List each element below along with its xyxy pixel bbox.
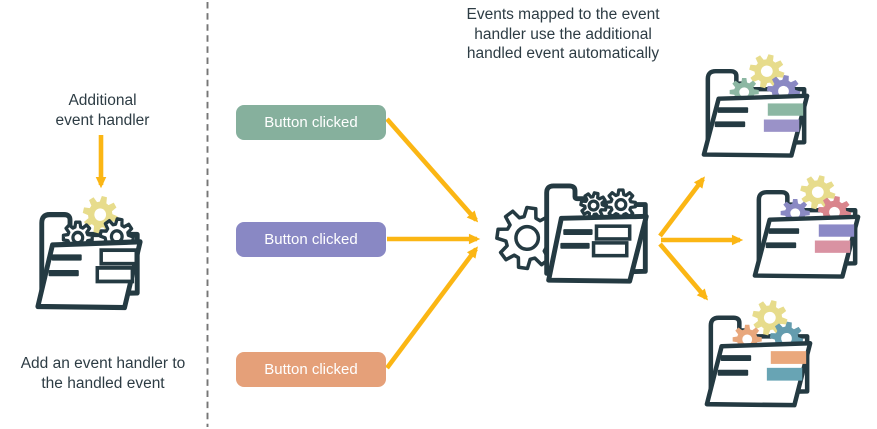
document-line — [717, 107, 749, 113]
colored-stripe — [814, 240, 851, 253]
document-field — [591, 241, 629, 258]
arrow-orange-button-to-handler — [385, 246, 478, 370]
button-label: Button clicked — [264, 231, 358, 248]
arrow-green-button-to-handler — [385, 117, 479, 223]
button-clicked-pill-purple: Button clicked — [236, 222, 386, 257]
colored-stripe — [767, 103, 804, 116]
colored-stripe — [763, 119, 800, 132]
document-line — [51, 254, 82, 261]
document-line — [560, 242, 590, 249]
output-folder-icon-middle — [752, 175, 861, 279]
output-folder-icon-top — [701, 54, 810, 158]
colored-stripe — [770, 351, 807, 364]
button-clicked-pill-orange: Button clicked — [236, 352, 386, 387]
left-heading: Additional event handler — [55, 92, 150, 130]
document-line — [48, 269, 79, 277]
button-label: Button clicked — [264, 114, 358, 131]
arrow-handler-to-bottom-folder — [658, 242, 709, 301]
event-handler-folder-icon — [495, 183, 649, 284]
document-line — [720, 355, 752, 361]
folder-with-gears-icon — [35, 195, 143, 311]
document-line — [563, 229, 593, 236]
output-folder-icon-bottom — [704, 300, 813, 408]
document-field — [95, 266, 135, 284]
document-line — [765, 242, 797, 249]
document-line — [717, 369, 749, 376]
document-field — [594, 224, 632, 241]
button-label: Button clicked — [264, 361, 358, 378]
arrow-handler-to-top-folder — [658, 176, 705, 238]
document-line — [714, 121, 746, 128]
button-clicked-pill-green: Button clicked — [236, 105, 386, 140]
document-field — [99, 248, 139, 266]
right-title: Events mapped to the event handler use t… — [466, 6, 660, 63]
colored-stripe — [818, 224, 855, 237]
colored-stripe — [766, 367, 803, 381]
left-caption: Add an event handler to the handled even… — [20, 355, 186, 393]
document-line — [768, 228, 800, 234]
